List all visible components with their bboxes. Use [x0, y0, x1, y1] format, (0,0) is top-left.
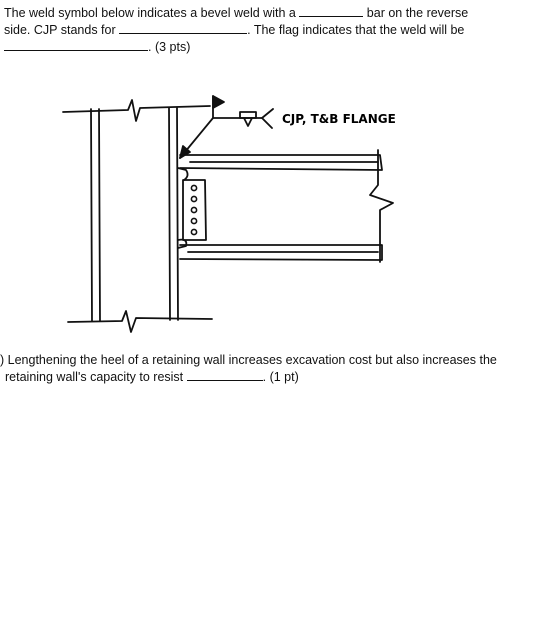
bolt-icon	[190, 217, 198, 225]
weld-access-hole-bottom	[177, 238, 188, 249]
weld-arrow-head	[179, 145, 191, 159]
column-web-left	[168, 107, 171, 321]
question-1-line-3: . (3 pts)	[4, 38, 468, 55]
bolt-icon	[190, 184, 198, 192]
question-1-text: . The flag indicates that the weld will …	[247, 23, 465, 37]
question-2-line-2: retaining wall's capacity to resist . (1…	[0, 368, 497, 385]
beam-top-flange	[179, 154, 383, 171]
question-1: The weld symbol below indicates a bevel …	[4, 4, 468, 55]
question-1-text: bar on the reverse	[366, 6, 469, 20]
column-web-right	[176, 107, 179, 321]
question-2-points: . (1 pt)	[262, 370, 299, 384]
column-break-line-bottom	[67, 310, 213, 333]
question-1-text: The weld symbol below indicates a bevel …	[4, 6, 296, 20]
question-2-number: )	[0, 353, 5, 367]
bolt-icon	[190, 206, 198, 214]
answer-blank-bar-type[interactable]	[299, 4, 364, 17]
answer-blank-flag[interactable]	[4, 38, 148, 51]
weld-access-hole-top	[177, 167, 189, 181]
field-weld-flag-icon	[212, 95, 225, 109]
question-1-line-1: The weld symbol below indicates a bevel …	[4, 4, 468, 21]
question-1-line-2: side. CJP stands for . The flag indicate…	[4, 21, 468, 38]
bolt-icon	[190, 195, 198, 203]
column-break-line-top	[62, 99, 211, 122]
bevel-weld-icon	[243, 117, 253, 127]
question-1-points: . (3 pts)	[148, 40, 191, 54]
answer-blank-resist[interactable]	[186, 368, 263, 381]
beam-bottom-flange	[179, 244, 383, 261]
column-flange-left-inner	[98, 108, 101, 322]
column-flange-left-outer	[90, 108, 93, 322]
question-1-text: side. CJP stands for	[4, 23, 116, 37]
question-2: ) Lengthening the heel of a retaining wa…	[0, 352, 497, 385]
beam-break-line	[369, 149, 394, 263]
question-2-text: retaining wall's capacity to resist	[5, 370, 184, 384]
backing-bar-icon	[239, 111, 257, 119]
question-2-line-1: ) Lengthening the heel of a retaining wa…	[0, 352, 497, 368]
shear-tab-plate	[182, 179, 207, 241]
answer-blank-cjp[interactable]	[119, 21, 248, 34]
weld-note-text: CJP, T&B FLANGE	[282, 112, 396, 126]
question-2-text: Lengthening the heel of a retaining wall…	[7, 353, 497, 367]
weld-reference-tail	[261, 108, 274, 129]
bolt-icon	[190, 228, 198, 236]
